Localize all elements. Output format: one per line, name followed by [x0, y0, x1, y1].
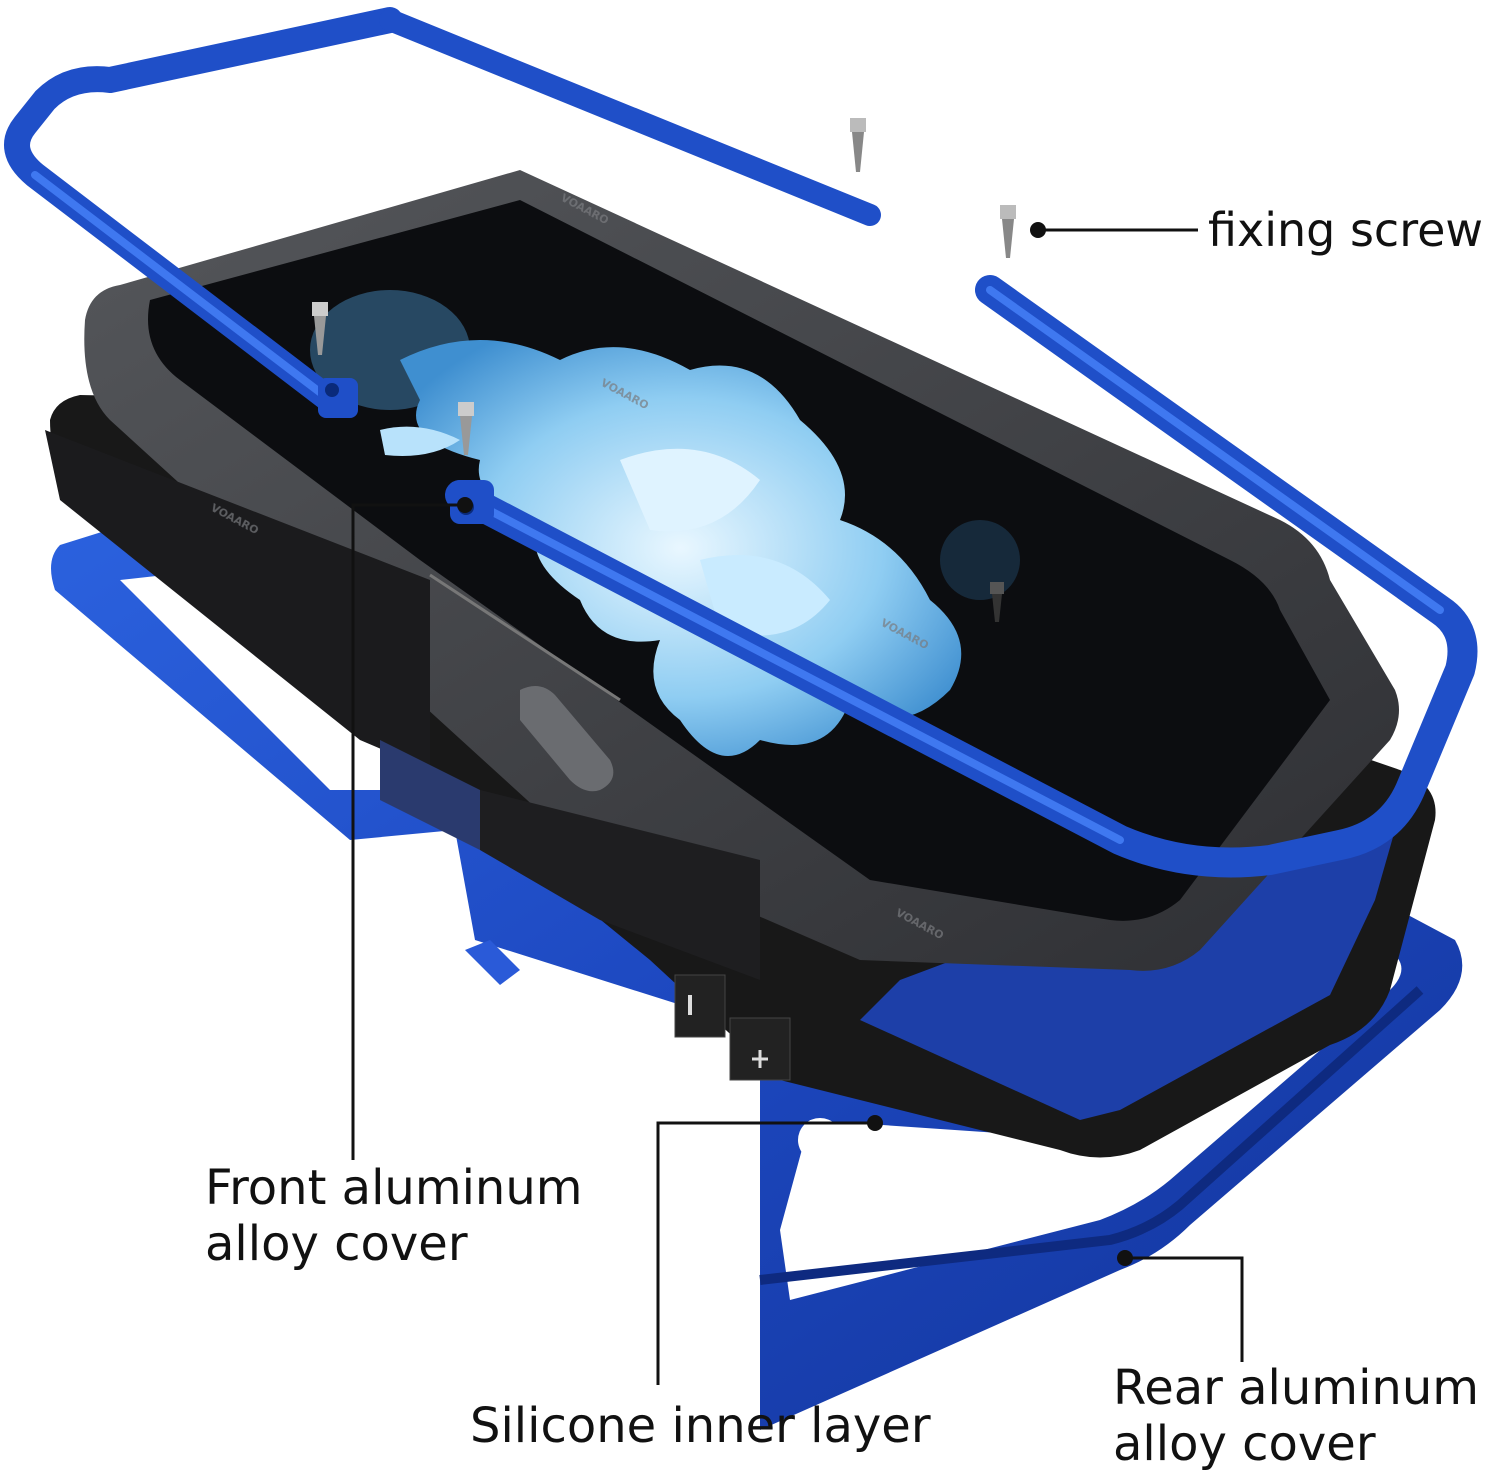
fixing-screws — [312, 118, 1016, 622]
leader-front-cover — [351, 503, 465, 1160]
label-front-cover-line1: Front aluminum — [205, 1160, 583, 1216]
dot-fixing-screw — [1030, 222, 1046, 238]
label-inner-layer-text: Silicone inner layer — [470, 1398, 931, 1454]
screen-wallpaper — [310, 290, 1020, 756]
screw-5 — [990, 582, 1004, 622]
label-rear-cover: Rear aluminum alloy cover — [1113, 1360, 1479, 1472]
label-front-cover-line2: alloy cover — [205, 1216, 468, 1272]
screw-2 — [1000, 205, 1016, 258]
label-fixing-screw: fixing screw — [1208, 202, 1483, 258]
dot-rear-cover — [1117, 1250, 1133, 1266]
label-front-cover: Front aluminum alloy cover — [205, 1160, 583, 1272]
screw-3 — [312, 302, 328, 355]
dot-inner-layer — [867, 1115, 883, 1131]
front-aluminum-cover — [4, 7, 1478, 878]
label-fixing-screw-text: fixing screw — [1208, 203, 1484, 257]
dot-front-cover — [457, 497, 473, 513]
leader-rear-cover — [1125, 1256, 1244, 1362]
leader-inner-layer — [656, 1121, 875, 1385]
label-rear-cover-line2: alloy cover — [1113, 1416, 1376, 1472]
screw-4 — [458, 402, 474, 455]
label-rear-cover-line1: Rear aluminum — [1113, 1360, 1479, 1416]
screw-1 — [850, 118, 866, 172]
leader-lines — [351, 228, 1244, 1385]
label-inner-layer: Silicone inner layer — [470, 1398, 931, 1454]
leader-dots — [457, 222, 1133, 1266]
